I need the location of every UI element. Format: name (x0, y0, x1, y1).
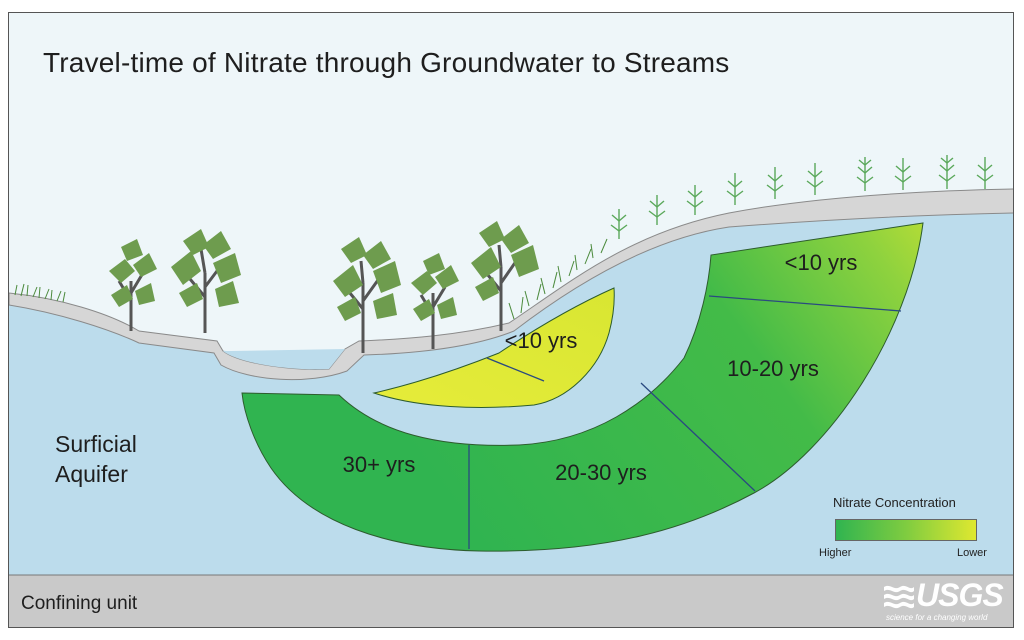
usgs-logo: USGS science for a changing world (884, 577, 1004, 627)
zone-dividers (468, 295, 902, 549)
usgs-tagline: science for a changing world (886, 613, 988, 622)
usgs-wordmark: USGS (916, 577, 1004, 613)
divider-inner (486, 357, 545, 382)
aquifer-label-line2: Aquifer (55, 461, 128, 487)
legend-high-label: Higher (819, 547, 852, 559)
inner-flow-band (372, 287, 615, 408)
zone-label-10-20: 10-20 yrs (727, 356, 819, 381)
stream (223, 349, 345, 370)
grass-slope (508, 238, 608, 320)
grass-left (14, 283, 66, 303)
diagram-scene (9, 13, 1013, 627)
tree-1 (109, 239, 157, 331)
divider-20-10 (640, 382, 756, 492)
outer-flow-band (241, 222, 924, 552)
zone-label-inner-lt10: <10 yrs (504, 328, 578, 353)
legend-title: Nitrate Concentration (833, 495, 956, 510)
aquifer-label: Surficial Aquifer (55, 429, 137, 489)
diagram-title: Travel-time of Nitrate through Groundwat… (43, 47, 730, 78)
legend-color-bar (835, 519, 977, 541)
confining-unit (9, 575, 1013, 627)
tree-5 (471, 221, 539, 331)
zone-label-30-plus: 30+ yrs (342, 452, 416, 477)
diagram-frame: Travel-time of Nitrate through Groundwat… (8, 12, 1014, 628)
zone-label-20-30: 20-30 yrs (555, 460, 647, 485)
legend-low-label: Lower (957, 547, 987, 559)
usgs-wave-icon (884, 585, 914, 609)
confining-label: Confining unit (21, 593, 138, 614)
divider-10-top (708, 295, 902, 312)
tree-2 (171, 229, 241, 333)
reeds (610, 155, 994, 239)
zone-label-outer-lt10: <10 yrs (784, 250, 858, 275)
aquifer-label-line1: Surficial (55, 431, 137, 457)
tree-4 (411, 253, 459, 349)
tree-3 (333, 237, 401, 353)
